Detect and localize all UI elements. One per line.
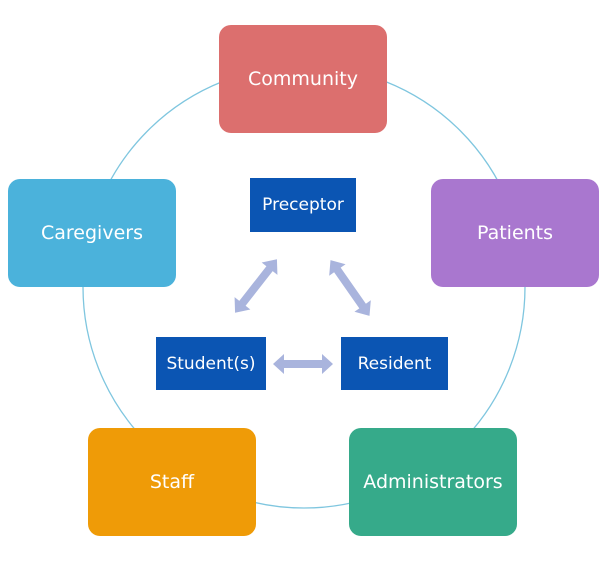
node-preceptor: Preceptor [250,178,356,232]
node-student-label: Student(s) [166,353,256,374]
node-resident-label: Resident [357,353,432,374]
node-community-label: Community [248,68,358,90]
node-student: Student(s) [156,337,266,390]
node-preceptor-label: Preceptor [262,195,344,215]
node-caregivers-label: Caregivers [41,222,143,244]
arrow-student-preceptor [234,259,278,313]
node-staff-label: Staff [149,471,195,493]
node-caregivers: Caregivers [8,179,176,287]
arrow-student-resident [273,354,333,374]
node-administrators: Administrators [349,428,517,536]
node-resident: Resident [341,337,448,390]
node-patients-label: Patients [476,222,554,244]
arrow-preceptor-resident [329,260,371,316]
node-staff: Staff [88,428,256,536]
node-administrators-label: Administrators [363,471,503,493]
node-patients: Patients [431,179,599,287]
node-community: Community [219,25,387,133]
